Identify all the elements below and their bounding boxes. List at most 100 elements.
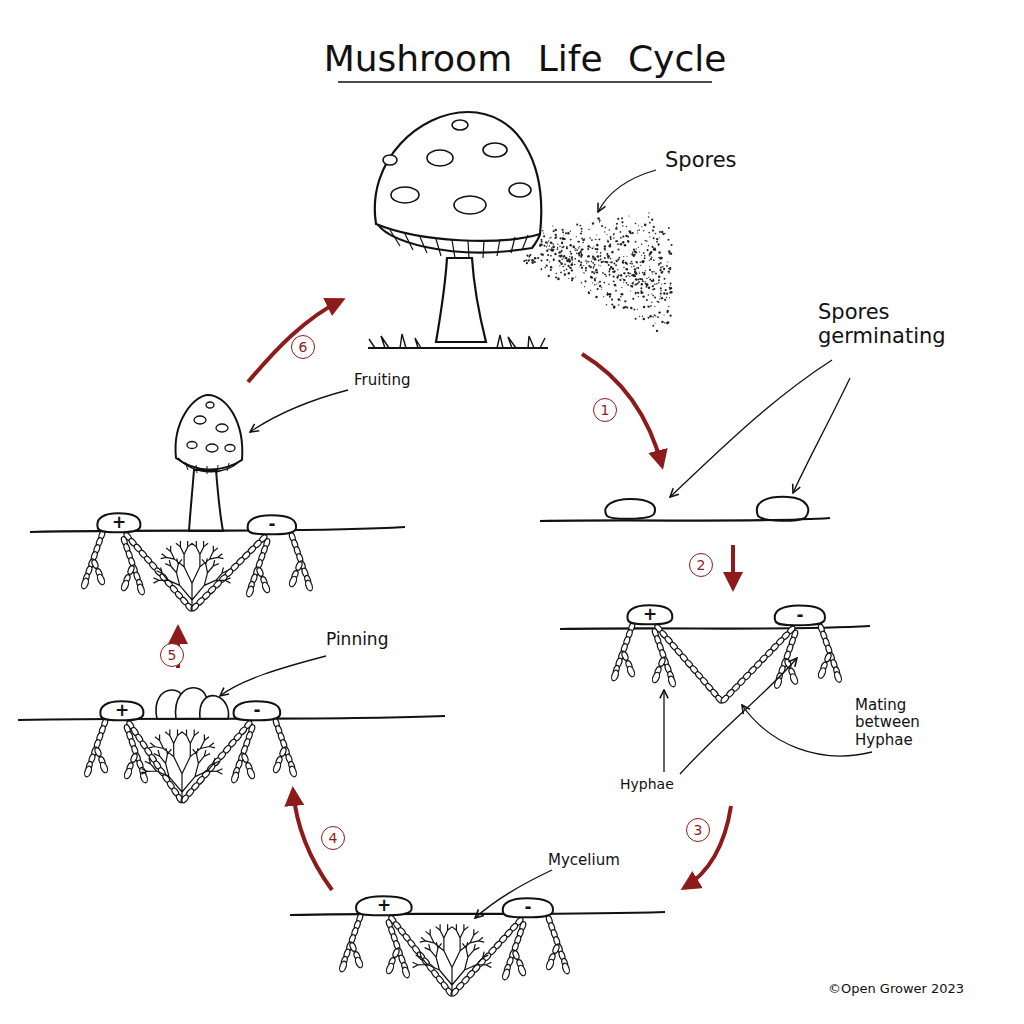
spore-dot	[652, 285, 654, 287]
spore-dot	[571, 259, 573, 261]
spore-dot	[563, 239, 564, 240]
spore-dot	[631, 261, 633, 263]
spore-dot	[578, 260, 580, 262]
hypha-cell	[621, 651, 629, 661]
spore-dot	[650, 279, 651, 280]
hypha-tip	[288, 575, 298, 587]
spore-dot	[594, 284, 596, 286]
spore-dot	[605, 274, 607, 276]
spore-dot	[587, 255, 589, 257]
spore-dot	[602, 272, 604, 274]
spore-dot	[549, 261, 550, 262]
spore-dot	[660, 293, 662, 295]
spore-dot	[608, 271, 610, 273]
hypha-tip	[817, 667, 827, 679]
spore-dot	[628, 215, 629, 216]
spore-dot	[597, 288, 599, 290]
spore-dot	[585, 270, 587, 272]
spore-dot	[644, 240, 645, 241]
spore-dot	[623, 279, 625, 281]
blob-outline	[503, 898, 553, 917]
spore-dot	[581, 254, 582, 255]
spore-dot	[611, 303, 613, 305]
spore-dot	[643, 230, 644, 231]
spore-dot	[541, 253, 543, 255]
spore-dot	[531, 259, 534, 262]
spore-dot	[588, 246, 590, 248]
spore-dot	[654, 306, 655, 307]
spore-dot	[644, 281, 645, 282]
blob-outline	[627, 605, 672, 624]
spore-dot	[658, 311, 660, 313]
spore-dot	[661, 297, 663, 299]
spore-dot	[633, 281, 634, 282]
young-mushroom	[176, 395, 243, 531]
spore-dot	[605, 275, 607, 277]
spore-dot	[564, 258, 565, 259]
spore-dot	[578, 247, 579, 248]
spore-dot	[541, 268, 542, 269]
spore-dot	[644, 224, 647, 227]
spore-dot	[649, 222, 651, 224]
spore-dot	[575, 250, 576, 251]
spore-dot	[553, 259, 555, 261]
spore-dot	[546, 250, 548, 252]
hypha-tip	[96, 573, 106, 585]
spore-dot	[582, 248, 584, 250]
spore-dot	[651, 257, 653, 259]
spore-dot	[633, 249, 635, 251]
spore-dot	[610, 258, 612, 260]
spore-dot	[605, 261, 607, 263]
spore-dot	[656, 283, 658, 285]
spore-dot	[661, 231, 663, 233]
spore-dot	[643, 318, 645, 320]
spore-dot	[560, 272, 562, 274]
spore-dot	[648, 277, 649, 278]
spore-dot	[649, 269, 651, 271]
spore-dot	[653, 237, 655, 239]
spore-dot	[613, 306, 615, 308]
spore-dot	[663, 268, 665, 270]
spore-dot	[576, 224, 578, 226]
hypha-cell	[91, 559, 99, 569]
spore-dot	[652, 285, 654, 287]
spore-dot	[540, 259, 542, 261]
spore-dot	[650, 251, 653, 254]
spore-dot	[649, 236, 650, 237]
spore-dot	[607, 240, 609, 242]
spore-dot	[596, 251, 598, 253]
spore-dot	[596, 234, 597, 235]
spore-dot	[578, 254, 580, 256]
hypha-tip	[610, 669, 619, 681]
spore-dot	[550, 255, 552, 257]
spore-dot	[636, 248, 637, 249]
spore-dot	[594, 271, 595, 272]
spore-dot	[562, 231, 564, 233]
spore-dot	[572, 262, 573, 263]
spore-dot	[637, 230, 638, 231]
hypha-cell	[720, 694, 730, 704]
spore-dot	[670, 291, 672, 293]
spore-dot	[569, 261, 571, 263]
spore-dot	[617, 277, 618, 278]
spore-dot	[652, 273, 653, 274]
spore-dot	[558, 251, 561, 254]
spore-dot	[666, 322, 668, 324]
spore-dot	[669, 267, 671, 269]
spore-dot	[622, 225, 623, 226]
spore-dot	[637, 292, 639, 294]
spore-dot	[609, 274, 611, 276]
spore-dot	[547, 242, 548, 243]
spore-dot	[616, 226, 617, 227]
spore-dot	[613, 234, 614, 235]
hypha-cell	[295, 561, 303, 571]
spore-dot	[564, 264, 566, 266]
spore-dot	[632, 251, 634, 253]
spore-dot	[659, 269, 661, 271]
spore-dot	[627, 256, 628, 257]
spore-dot	[580, 249, 581, 250]
spore-dot	[596, 277, 597, 278]
spore-dot	[599, 281, 601, 283]
spore-dot	[663, 314, 664, 315]
spore-dot	[637, 267, 639, 269]
